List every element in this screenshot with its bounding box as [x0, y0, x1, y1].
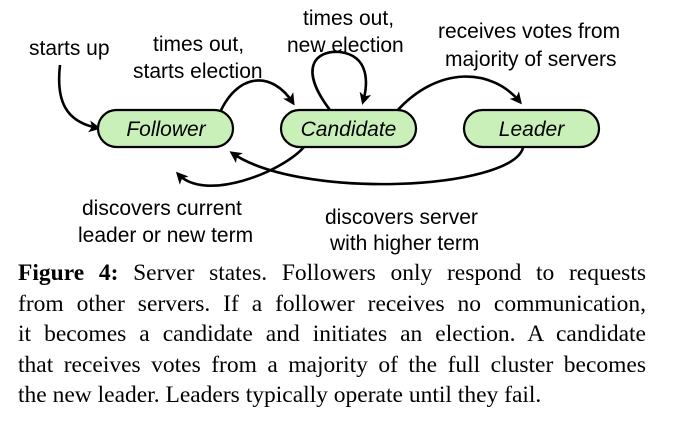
- candidate-state-shape: [279, 108, 418, 149]
- caption-line-5: the new leader. Leaders typically operat…: [18, 382, 542, 408]
- server-states-diagram: Follower Candidate Leader starts up time…: [29, 7, 620, 255]
- candidate-state-label: Candidate: [301, 118, 397, 141]
- times-out-start-label-line1: times out,: [153, 33, 244, 56]
- figure-label: Figure 4:: [18, 260, 119, 286]
- receives-votes-arrow: [395, 75, 522, 113]
- starts-up-arrow: [57, 64, 101, 133]
- caption-line-2: from other servers. If a follower receiv…: [18, 290, 646, 317]
- discovers-higher-label-line1: discovers server: [325, 206, 478, 229]
- follower-state-label: Follower: [126, 118, 206, 141]
- caption-line-4: that receives votes from a majority of t…: [18, 351, 646, 378]
- times-out-start-election-arrow: [216, 79, 295, 118]
- times-out-new-election-loop-arrow: [311, 50, 372, 111]
- follower-state-shape: [96, 108, 235, 149]
- figure-caption: Figure 4: Server states. Followers only …: [18, 258, 646, 411]
- leader-state-shape: [462, 108, 601, 149]
- times-out-new-label-line1: times out,: [303, 7, 394, 30]
- starts-up-label: starts up: [29, 37, 110, 60]
- caption-line-1: Figure 4: Server states. Followers only …: [18, 258, 646, 289]
- caption-line-3: it becomes a candidate and initiates an …: [18, 321, 646, 347]
- discovers-higher-term-arrow: [229, 147, 525, 186]
- receives-votes-label-line2: majority of servers: [445, 48, 617, 71]
- leader-state-label: Leader: [499, 118, 565, 141]
- times-out-new-label-line2: new election: [287, 34, 404, 57]
- discovers-current-label-line1: discovers current: [82, 197, 242, 220]
- discovers-higher-label-line2: with higher term: [329, 232, 479, 255]
- receives-votes-label-line1: receives votes from: [438, 20, 620, 43]
- times-out-start-label-line2: starts election: [133, 60, 263, 83]
- discovers-current-label-line2: leader or new term: [78, 224, 253, 247]
- discovers-current-leader-arrow: [175, 146, 305, 187]
- caption-text-line-1: Server states. Followers only respond to…: [118, 260, 646, 286]
